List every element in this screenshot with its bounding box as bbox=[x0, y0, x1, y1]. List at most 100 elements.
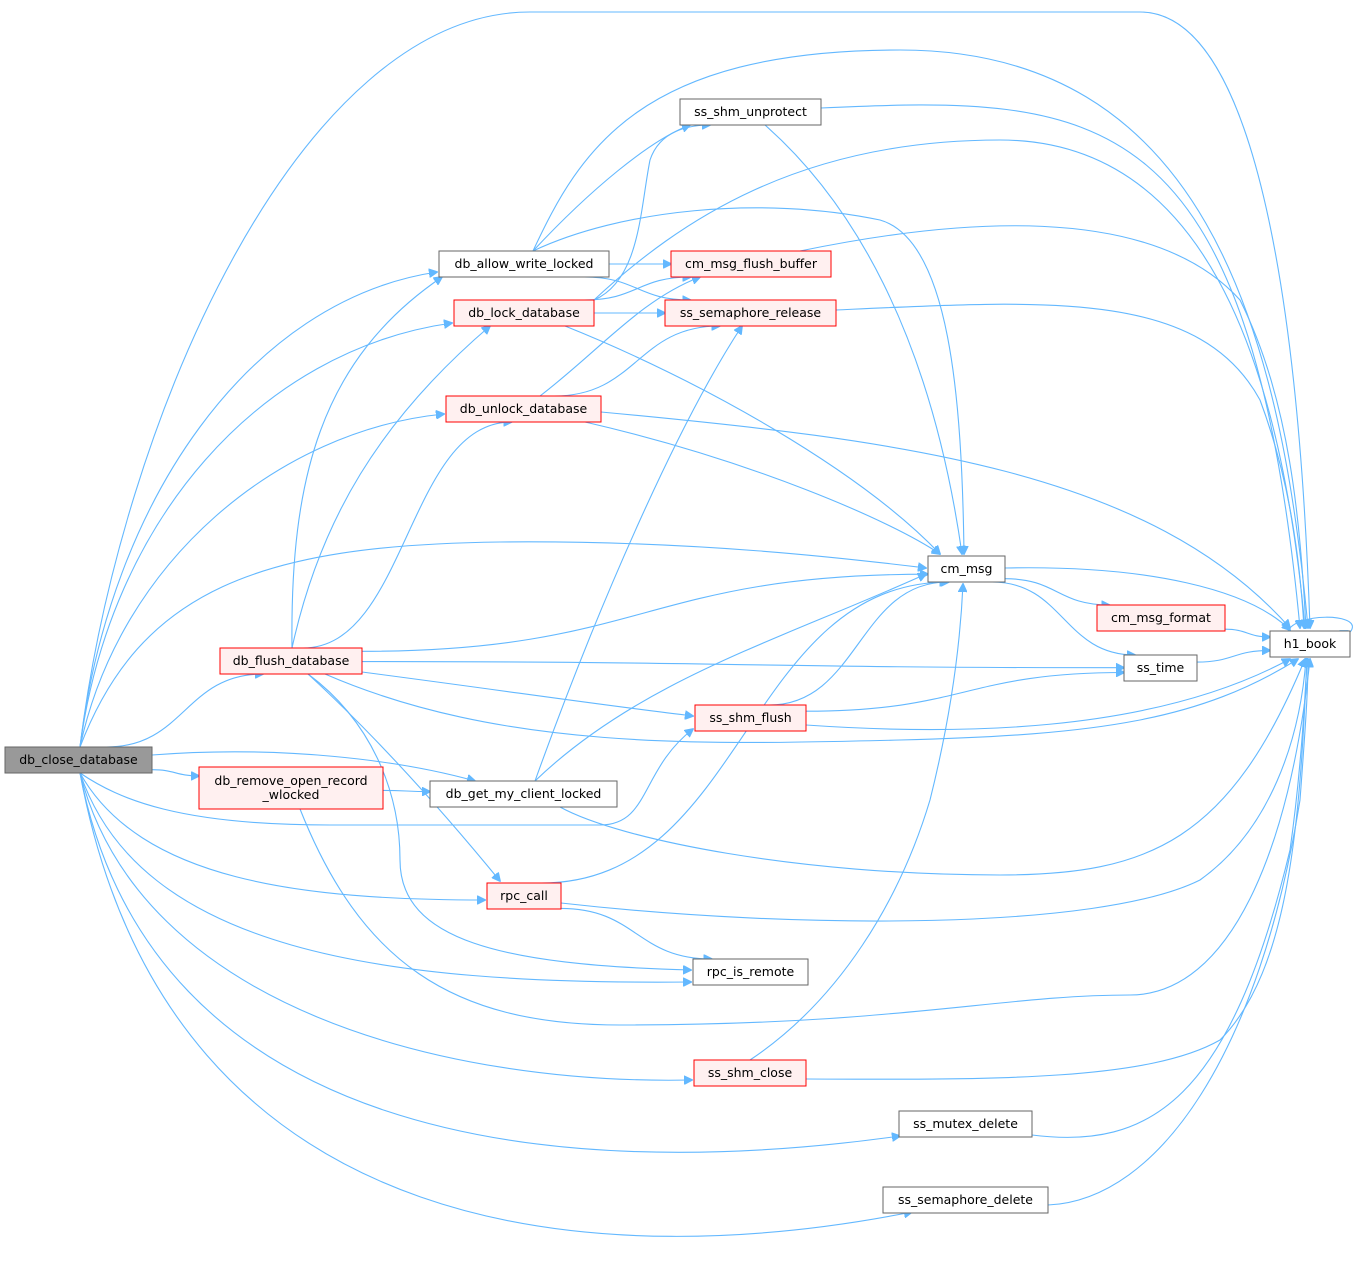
node-db_flush_database[interactable]: db_flush_database bbox=[219, 647, 363, 675]
node-label: db_flush_database bbox=[233, 653, 350, 668]
edge-db_close_database-to-rpc_is_remote bbox=[79, 772, 691, 982]
edge-db_flush_database-to-rpc_call bbox=[307, 673, 500, 881]
edge-db_close_database-to-db_flush_database bbox=[106, 674, 263, 748]
node-cm_msg_format[interactable]: cm_msg_format bbox=[1096, 604, 1226, 632]
node-rpc_is_remote[interactable]: rpc_is_remote bbox=[692, 958, 809, 986]
node-box bbox=[1123, 654, 1198, 682]
node-box bbox=[927, 555, 1006, 583]
node-ss_shm_close[interactable]: ss_shm_close bbox=[693, 1059, 807, 1087]
edge-ss_semaphore_release-to-h1_book bbox=[835, 303, 1304, 628]
edge-db_flush_database-to-h1_book bbox=[324, 659, 1298, 744]
edge-db_remove_open_record_wlocked-to-h1_book bbox=[299, 659, 1310, 1026]
node-label: db_lock_database bbox=[468, 305, 580, 320]
node-box bbox=[694, 704, 807, 732]
edge-db_remove_open_record_wlocked-to-db_get_my_client_locked bbox=[382, 790, 430, 791]
edge-rpc_call-to-rpc_is_remote bbox=[560, 907, 712, 959]
node-rpc_call[interactable]: rpc_call bbox=[486, 882, 562, 910]
nodes-layer: db_close_database db_allow_write_lockeddb… bbox=[4, 98, 1351, 1214]
edge-db_close_database-to-db_get_my_client_locked bbox=[151, 751, 475, 781]
node-label: h1_book bbox=[1284, 636, 1337, 651]
node-label: ss_semaphore_release bbox=[680, 305, 822, 320]
node-ss_semaphore_delete[interactable]: ss_semaphore_delete bbox=[882, 1186, 1049, 1214]
node-box bbox=[1096, 604, 1226, 632]
edge-cm_msg-to-h1_book bbox=[1004, 567, 1290, 630]
edge-cm_msg_flush_buffer-to-h1_book bbox=[799, 225, 1306, 628]
node-label: ss_shm_unprotect bbox=[694, 104, 807, 119]
node-ss_time[interactable]: ss_time bbox=[1123, 654, 1198, 682]
edge-db_close_database-to-ss_mutex_delete bbox=[79, 772, 900, 1153]
edge-db_close_database-to-ss_shm_flush bbox=[79, 729, 693, 826]
node-box bbox=[882, 1186, 1049, 1214]
node-box bbox=[664, 299, 837, 327]
node-ss_shm_flush[interactable]: ss_shm_flush bbox=[694, 704, 807, 732]
edge-cm_msg-to-ss_time bbox=[991, 581, 1135, 655]
node-box bbox=[219, 647, 363, 675]
node-box bbox=[670, 250, 832, 278]
edge-db_unlock_database-to-h1_book bbox=[600, 411, 1290, 628]
edge-db_allow_write_locked-to-ss_shm_unprotect bbox=[532, 125, 690, 252]
node-box bbox=[445, 395, 602, 423]
edge-ss_shm_unprotect-to-cm_msg bbox=[764, 124, 962, 554]
node-cm_msg_flush_buffer[interactable]: cm_msg_flush_buffer bbox=[670, 250, 832, 278]
node-db_remove_open_record_wlocked[interactable]: db_remove_open_record_wlocked bbox=[198, 766, 384, 810]
node-box bbox=[898, 1110, 1033, 1138]
node-label: ss_mutex_delete bbox=[913, 1116, 1018, 1131]
node-label: rpc_call bbox=[500, 888, 548, 903]
node-box bbox=[692, 958, 809, 986]
node-ss_shm_unprotect[interactable]: ss_shm_unprotect bbox=[679, 98, 822, 126]
edge-db_close_database-to-h1_book bbox=[79, 11, 1310, 748]
edge-rpc_call-to-h1_book bbox=[560, 659, 1306, 922]
edges-layer bbox=[79, 11, 1353, 1237]
node-db_unlock_database[interactable]: db_unlock_database bbox=[445, 395, 602, 423]
edge-db_lock_database-to-h1_book bbox=[593, 139, 1305, 628]
node-label: ss_shm_close bbox=[708, 1065, 793, 1080]
node-ss_mutex_delete[interactable]: ss_mutex_delete bbox=[898, 1110, 1033, 1138]
node-box bbox=[429, 780, 618, 808]
node-box bbox=[198, 766, 384, 810]
node-box bbox=[438, 250, 610, 278]
node-label: ss_shm_flush bbox=[709, 710, 791, 725]
edge-cm_msg-to-cm_msg_format bbox=[1004, 578, 1109, 605]
edge-db_close_database-to-db_lock_database bbox=[79, 323, 452, 748]
edge-db_flush_database-to-db_allow_write_locked bbox=[291, 277, 442, 649]
edge-db_flush_database-to-db_unlock_database bbox=[302, 422, 512, 649]
node-ss_semaphore_release[interactable]: ss_semaphore_release bbox=[664, 299, 837, 327]
edge-db_close_database-to-rpc_call bbox=[79, 772, 485, 900]
node-label: ss_semaphore_delete bbox=[898, 1192, 1033, 1207]
edge-db_flush_database-to-db_lock_database bbox=[291, 326, 490, 649]
edge-db_flush_database-to-cm_msg bbox=[361, 574, 928, 652]
edge-ss_shm_unprotect-to-h1_book bbox=[820, 104, 1300, 628]
node-label: cm_msg_flush_buffer bbox=[685, 256, 818, 271]
edge-db_get_my_client_locked-to-cm_msg bbox=[534, 574, 926, 782]
node-box bbox=[679, 98, 822, 126]
edge-db_close_database-to-db_remove_open_record_wlocked bbox=[151, 769, 199, 776]
node-label: db_remove_open_record bbox=[214, 773, 367, 788]
node-db_allow_write_locked[interactable]: db_allow_write_locked bbox=[438, 250, 610, 278]
node-label: _wlocked bbox=[262, 787, 320, 802]
edge-db_allow_write_locked-to-cm_msg bbox=[532, 207, 964, 554]
edge-ss_shm_close-to-h1_book bbox=[805, 659, 1307, 1080]
node-cm_msg[interactable]: cm_msg bbox=[927, 555, 1006, 583]
edge-db_close_database-to-db_unlock_database bbox=[79, 414, 444, 748]
node-box bbox=[453, 299, 595, 327]
node-box bbox=[486, 882, 562, 910]
node-box bbox=[693, 1059, 807, 1087]
edge-db_get_my_client_locked-to-ss_semaphore_release bbox=[534, 326, 742, 782]
node-label: rpc_is_remote bbox=[707, 964, 795, 979]
edge-ss_shm_close-to-cm_msg bbox=[749, 584, 963, 1061]
edge-db_unlock_database-to-ss_semaphore_release bbox=[554, 326, 720, 397]
edge-db_get_my_client_locked-to-h1_book bbox=[559, 659, 1305, 876]
node-db_close_database: db_close_database bbox=[4, 746, 153, 774]
edge-ss_shm_flush-to-ss_time bbox=[805, 673, 1124, 712]
edge-cm_msg_format-to-h1_book bbox=[1224, 628, 1270, 637]
edge-db_close_database-to-ss_shm_close bbox=[79, 772, 692, 1080]
node-h1_book[interactable]: h1_book bbox=[1269, 630, 1351, 658]
node-db_get_my_client_locked[interactable]: db_get_my_client_locked bbox=[429, 780, 618, 808]
edge-db_flush_database-to-rpc_is_remote bbox=[307, 673, 691, 970]
edge-db_unlock_database-to-cm_msg bbox=[584, 421, 940, 554]
node-db_lock_database[interactable]: db_lock_database bbox=[453, 299, 595, 327]
node-box bbox=[1269, 630, 1351, 658]
edge-db_unlock_database-to-cm_msg_flush_buffer bbox=[539, 277, 700, 397]
edge-db_flush_database-to-ss_time bbox=[361, 661, 1124, 668]
